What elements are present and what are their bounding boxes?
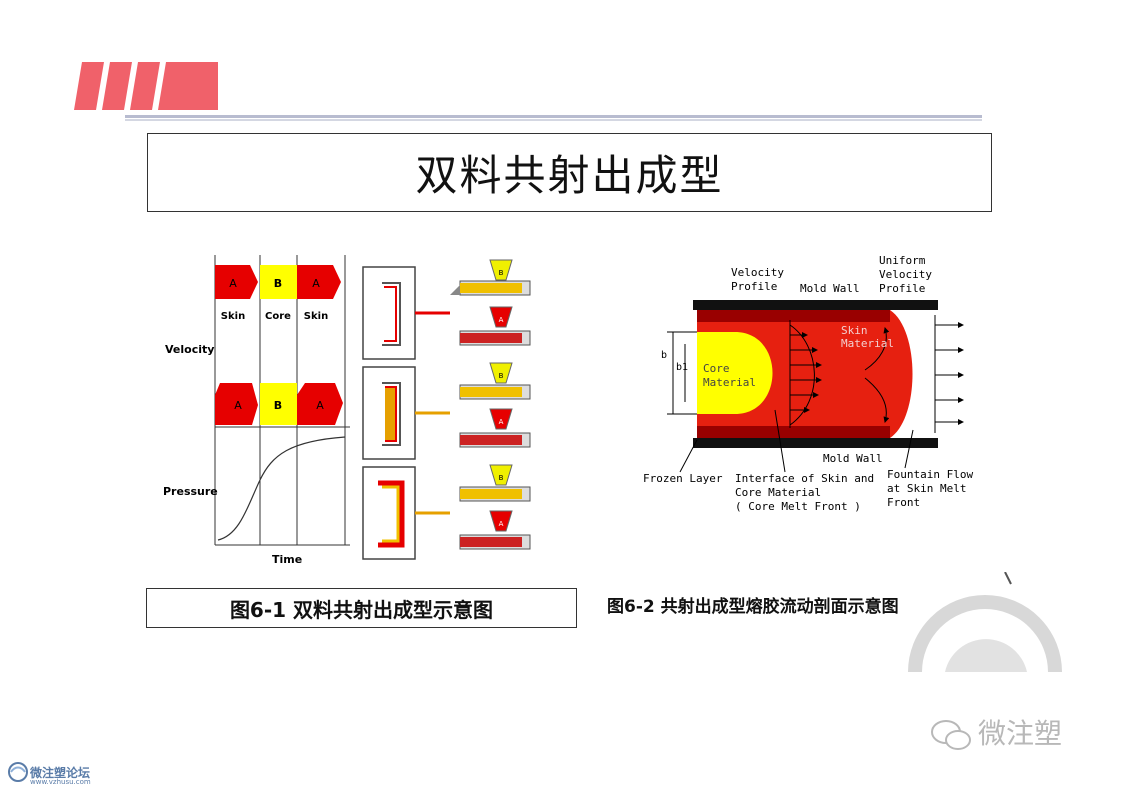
pressure-label: Pressure — [163, 485, 218, 498]
skin-segment-a — [215, 265, 258, 299]
frozen-layer-top — [697, 310, 890, 322]
unit-letter-3: B — [499, 372, 504, 380]
mold-wall-top-label: Mold Wall — [800, 282, 860, 295]
wechat-account-name: 微注塑 — [978, 717, 1063, 750]
unit-letter-2: A — [499, 316, 504, 324]
mid-segment-a — [215, 383, 258, 425]
top-label-a: A — [229, 277, 237, 290]
mid-label-a: A — [234, 399, 242, 412]
top-sublabel-skin2: Skin — [304, 311, 328, 322]
frozen-layer-label: Frozen Layer — [643, 472, 723, 485]
forum-name: 微注塑论坛 — [30, 766, 91, 780]
page-title: 双料共射出成型 — [415, 151, 724, 200]
wechat-icon — [931, 720, 971, 750]
forum-url: www.vzhusu.com — [30, 778, 91, 786]
top-label-a2: A — [312, 277, 320, 290]
core-melt — [697, 332, 773, 414]
mold-wall-bottom-label: Mold Wall — [823, 452, 883, 465]
unit-letter-1: B — [499, 269, 504, 277]
skin-segment-a2 — [297, 265, 341, 299]
frozen-layer-bottom — [697, 426, 890, 438]
core-segment-b — [260, 265, 297, 299]
mid-segment-a2 — [297, 383, 343, 425]
mid-segment-b — [260, 383, 297, 425]
mold-section-3 — [362, 466, 450, 560]
top-label-b: B — [274, 277, 282, 290]
top-sublabel-skin: Skin — [221, 311, 245, 322]
mold-section-1 — [362, 266, 450, 360]
mid-label-b: B — [274, 399, 282, 412]
pressure-curve — [217, 436, 346, 541]
mold-wall-top-bar — [693, 300, 938, 310]
injection-units: B A B A B A — [450, 259, 531, 550]
figure-2-caption: 图6-2 共射出成型熔胶流动剖面示意图 — [607, 597, 899, 617]
unit-letter-4: A — [499, 418, 504, 426]
unit-letter-6: A — [499, 520, 504, 528]
uniform-velocity-arrows — [934, 315, 964, 433]
globe-watermark-icon — [908, 572, 1062, 672]
velocity-profile-arrows — [789, 320, 822, 428]
dim-b-label: b — [661, 350, 667, 361]
mold-wall-bottom-bar — [693, 438, 938, 448]
velocity-label: Velocity — [165, 343, 214, 356]
mold-section-2 — [362, 366, 450, 460]
time-label: Time — [272, 553, 302, 566]
unit-letter-5: B — [499, 474, 504, 482]
header-decoration — [74, 62, 982, 121]
title-box: 双料共射出成型 — [147, 133, 992, 212]
forum-logo-icon — [8, 762, 28, 782]
top-sublabel-core: Core — [265, 311, 291, 322]
mid-label-a2: A — [316, 399, 324, 412]
figure-1-caption: 图6-1 双料共射出成型示意图 — [146, 588, 577, 628]
dim-b1-label: b1 — [676, 362, 688, 373]
figure-1: A B A Skin Core Skin Velocity A B A Pres… — [163, 255, 531, 566]
